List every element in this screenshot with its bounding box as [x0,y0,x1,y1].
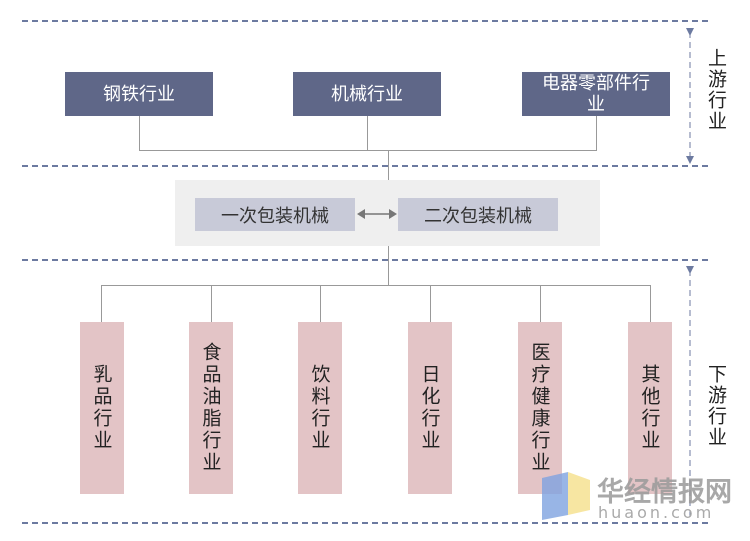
divider-upstream-bottom [22,165,708,167]
range-arrows [686,28,694,518]
connector [101,285,102,322]
connector [596,116,597,150]
downstream-label: 下游行业 [705,364,727,448]
downstream-box-food-oil: 食品油脂行业 [189,322,233,494]
connector [367,116,368,150]
upstream-box-machinery: 机械行业 [293,72,441,116]
upstream-label: 上游行业 [705,48,727,132]
watermark-url: huaon.com [598,503,715,522]
upstream-box-steel: 钢铁行业 [65,72,213,116]
connector [139,150,597,151]
divider-downstream-top [22,259,708,261]
connector [101,285,651,286]
connector [388,246,389,285]
connector [320,285,321,322]
connector [540,285,541,322]
downstream-box-dairy: 乳品行业 [80,322,124,494]
connector [650,285,651,322]
double-arrow-icon [357,209,397,219]
downstream-box-other: 其他行业 [628,322,672,494]
downstream-box-daily-chemical: 日化行业 [408,322,452,494]
divider-bottom [22,522,708,524]
connector [211,285,212,322]
connector [139,116,140,150]
connector [430,285,431,322]
downstream-box-healthcare: 医疗健康行业 [518,322,562,494]
watermark-logo-icon [542,472,590,520]
midstream-box-secondary-packaging: 二次包装机械 [398,198,558,231]
downstream-box-beverage: 饮料行业 [298,322,342,494]
midstream-box-primary-packaging: 一次包装机械 [195,198,355,231]
divider-top [22,20,708,22]
watermark-name: 华经情报网 [597,477,732,508]
connector [388,150,389,180]
upstream-box-electrical-parts: 电器零部件行业 [522,72,670,116]
